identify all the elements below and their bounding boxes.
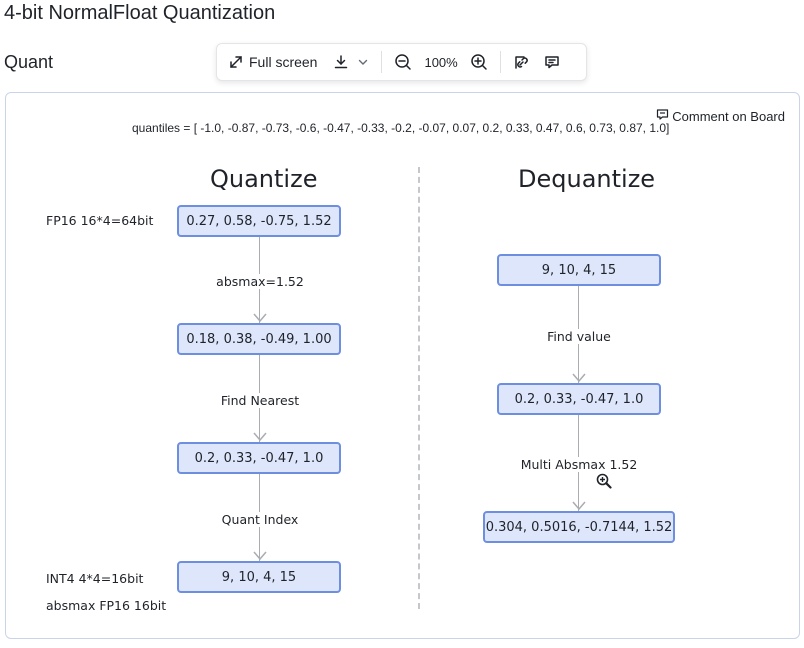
section-title: Quant <box>4 52 54 72</box>
comment-on-board-button[interactable]: Comment on Board <box>656 108 785 124</box>
comment-on-board-label: Comment on Board <box>672 108 785 124</box>
download-icon <box>333 54 349 70</box>
download-button[interactable] <box>333 54 369 70</box>
input-note: FP16 16*4=64bit <box>46 213 154 228</box>
dequantize-node-index[interactable]: 9, 10, 4, 15 <box>497 254 661 286</box>
toolbar-divider <box>499 51 501 73</box>
dequantize-title: Dequantize <box>518 165 656 193</box>
page-title: 4-bit NormalFloat Quantization <box>4 2 276 24</box>
dequantize-node-values[interactable]: 0.2, 0.33, -0.47, 1.0 <box>497 383 661 415</box>
board-toolbar: Full screen 100% <box>216 43 587 81</box>
arrowhead-icon <box>253 551 267 561</box>
whiteboard-canvas[interactable]: Comment on Board quantiles = [ -1.0, -0.… <box>5 92 800 639</box>
step-quant-index: Quant Index <box>218 512 302 527</box>
dequantize-node-result[interactable]: 0.304, 0.5016, -0.7144, 1.52 <box>483 511 675 543</box>
toolbar-divider <box>381 51 383 73</box>
comment-button[interactable] <box>544 54 560 70</box>
quantize-node-normalized[interactable]: 0.18, 0.38, -0.49, 1.00 <box>177 323 341 355</box>
zoom-out-button[interactable] <box>394 53 412 71</box>
fullscreen-button[interactable]: Full screen <box>225 54 317 70</box>
zoom-in-icon <box>470 53 488 71</box>
zoom-level[interactable]: 100% <box>424 54 458 70</box>
zoom-in-button[interactable] <box>470 53 488 71</box>
link-button[interactable] <box>513 54 530 71</box>
quantize-title: Quantize <box>210 165 318 193</box>
step-absmax: absmax=1.52 <box>213 274 307 289</box>
arrowhead-icon <box>572 373 586 383</box>
zoom-out-icon <box>394 53 412 71</box>
chevron-down-icon <box>357 56 369 68</box>
step-multi-absmax: Multi Absmax 1.52 <box>517 457 641 472</box>
link-icon <box>513 54 530 71</box>
step-find-nearest: Find Nearest <box>217 393 303 408</box>
absmax-note: absmax FP16 16bit <box>46 598 167 613</box>
output-note: INT4 4*4=16bit <box>46 571 144 586</box>
step-find-value: Find value <box>544 329 614 344</box>
comment-icon <box>544 54 560 70</box>
arrowhead-icon <box>253 432 267 442</box>
arrowhead-icon <box>572 501 586 511</box>
quantize-node-nearest[interactable]: 0.2, 0.33, -0.47, 1.0 <box>177 442 341 474</box>
comment-icon <box>656 108 669 124</box>
column-divider <box>418 167 420 609</box>
zoom-cursor-icon <box>596 473 612 489</box>
quantize-node-fp16[interactable]: 0.27, 0.58, -0.75, 1.52 <box>177 205 341 237</box>
quantize-node-index[interactable]: 9, 10, 4, 15 <box>177 561 341 593</box>
expand-icon <box>229 55 243 69</box>
arrowhead-icon <box>253 313 267 323</box>
fullscreen-label: Full screen <box>249 54 318 70</box>
quantiles-text: quantiles = [ -1.0, -0.87, -0.73, -0.6, … <box>132 121 670 135</box>
